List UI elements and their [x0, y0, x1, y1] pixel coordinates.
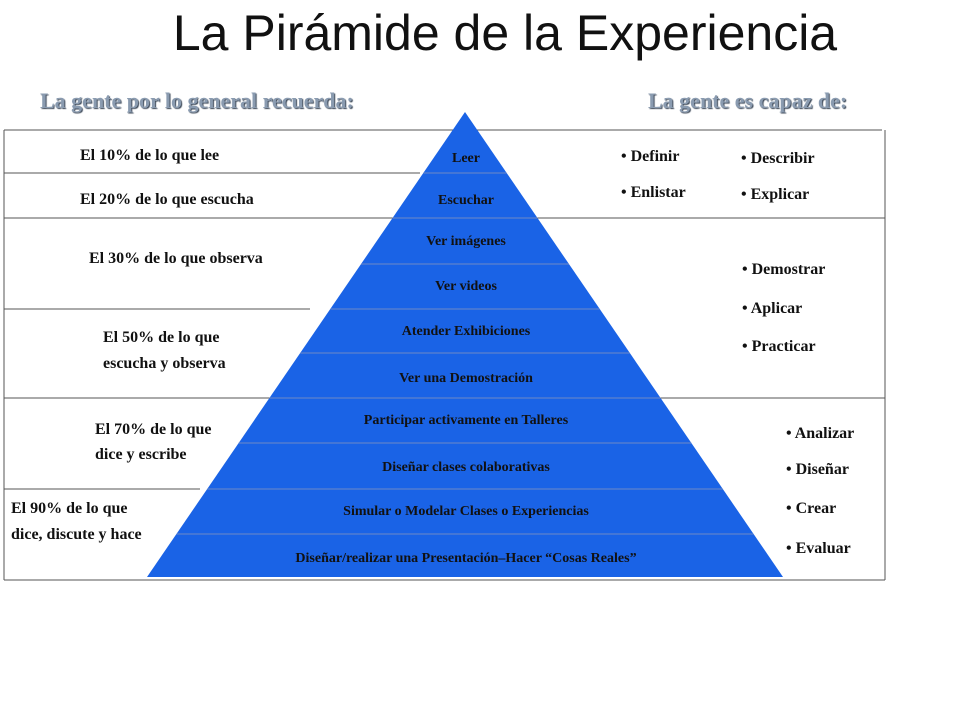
ability-item: • Explicar — [741, 186, 809, 203]
page-title: La Pirámide de la Experiencia — [172, 5, 838, 61]
pyramid-layer-label: Simular o Modelar Clases o Experiencias — [343, 504, 589, 519]
remember-label: escucha y observa — [103, 355, 226, 372]
remember-label: dice, discute y hace — [11, 526, 142, 543]
ability-item: • Describir — [741, 150, 815, 167]
pyramid-layer-label: Escuchar — [438, 193, 494, 208]
remember-label: dice y escribe — [95, 446, 187, 463]
ability-item: • Evaluar — [786, 540, 851, 557]
remember-label: El 70% de lo que — [95, 421, 211, 438]
pyramid-layer-label: Ver videos — [435, 279, 497, 294]
remember-label: El 10% de lo que lee — [80, 147, 219, 164]
ability-item: • Diseñar — [786, 461, 849, 478]
ability-item: • Definir — [621, 148, 679, 165]
ability-item: • Crear — [786, 500, 836, 517]
pyramid-layer-label: Diseñar clases colaborativas — [382, 460, 550, 475]
pyramid-body — [147, 112, 783, 577]
right-heading: La gente es capaz de: — [648, 88, 848, 113]
remember-label: El 20% de lo que escucha — [80, 191, 254, 208]
pyramid-layer-label: Ver imágenes — [426, 234, 506, 249]
remember-labels: El 10% de lo que lee El 20% de lo que esc… — [11, 147, 263, 543]
pyramid-layer-label: Diseñar/realizar una Presentación–Hacer … — [295, 551, 636, 566]
pyramid-layer-label: Atender Exhibiciones — [402, 324, 531, 339]
pyramid-layer-label: Ver una Demostración — [399, 371, 533, 386]
left-heading: La gente por lo general recuerda: — [40, 88, 354, 113]
remember-label: El 50% de lo que — [103, 329, 219, 346]
ability-item: • Enlistar — [621, 184, 686, 201]
ability-item: • Analizar — [786, 425, 854, 442]
remember-label: El 90% de lo que — [11, 500, 127, 517]
ability-item: • Demostrar — [742, 261, 825, 278]
ability-item: • Practicar — [742, 338, 816, 355]
pyramid-layer-label: Participar activamente en Talleres — [364, 413, 569, 428]
pyramid-layer-label: Leer — [452, 151, 480, 166]
remember-label: El 30% de lo que observa — [89, 250, 263, 267]
ability-item: • Aplicar — [742, 300, 802, 317]
ability-labels: • Definir • Enlistar • Describir • Explicar… — [621, 148, 854, 557]
